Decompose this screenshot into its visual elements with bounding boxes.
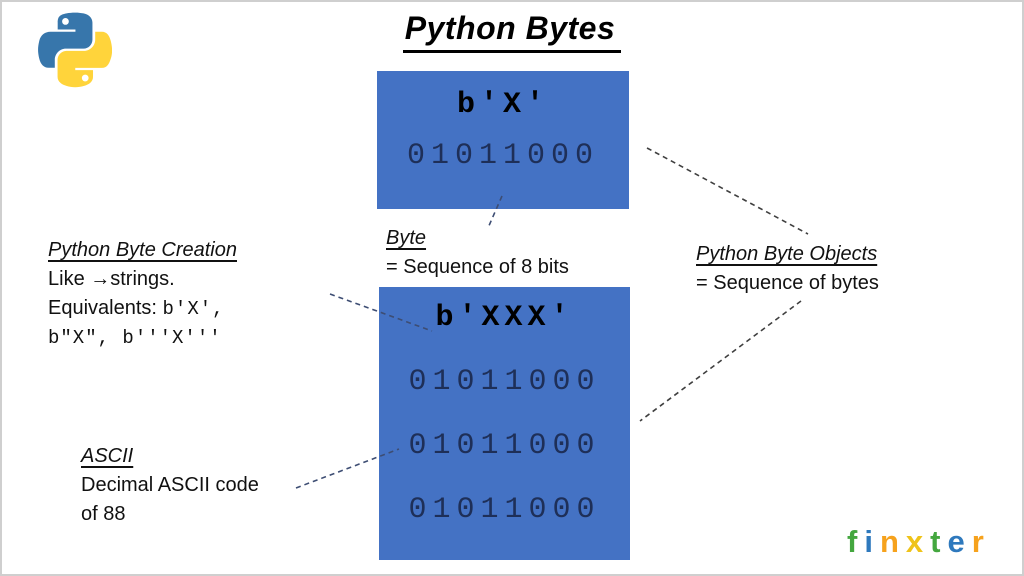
python-logo-icon bbox=[38, 12, 112, 88]
connector-objects-to-multi-box bbox=[639, 300, 802, 422]
objects-annotation: Python Byte Objects = Sequence of bytes bbox=[696, 240, 879, 298]
creation-annotation-line2: Equivalents: b'X', bbox=[48, 294, 237, 324]
finxter-letter: n bbox=[879, 524, 899, 559]
python-logo-yellow-snake bbox=[57, 31, 112, 88]
binary-value-row: 01011000 bbox=[408, 365, 601, 399]
python-logo-blue-snake bbox=[38, 12, 93, 68]
page-title: Python Bytes bbox=[402, 10, 622, 53]
creation-annotation-heading: Python Byte Creation bbox=[48, 239, 237, 261]
byte-annotation: Byte = Sequence of 8 bits bbox=[386, 224, 569, 282]
byte-literal-single: b'X' bbox=[456, 88, 549, 122]
byte-literal-multi: b'XXX' bbox=[435, 301, 574, 335]
byte-annotation-heading: Byte bbox=[386, 227, 427, 249]
byte-annotation-body: = Sequence of 8 bits bbox=[386, 256, 569, 278]
ascii-annotation-heading: ASCII bbox=[81, 445, 134, 467]
binary-value-row: 01011000 bbox=[408, 429, 601, 463]
title-bar: Python Bytes bbox=[2, 10, 1022, 53]
finxter-logo: f i n x t e r bbox=[847, 524, 984, 560]
binary-value-row: 01011000 bbox=[408, 493, 601, 527]
finxter-letter: i bbox=[864, 524, 873, 559]
finxter-letter: t bbox=[930, 524, 941, 559]
finxter-letter: r bbox=[971, 524, 984, 559]
objects-annotation-heading: Python Byte Objects bbox=[696, 243, 878, 265]
finxter-letter: x bbox=[905, 524, 924, 559]
single-byte-box: b'X' 01011000 bbox=[377, 71, 629, 209]
finxter-letter: e bbox=[947, 524, 965, 559]
creation-line2-code: b'X', bbox=[162, 298, 225, 320]
creation-line1-text: Like bbox=[48, 268, 91, 290]
finxter-letter: f bbox=[847, 524, 858, 559]
creation-annotation-line1: Like →strings. bbox=[48, 265, 237, 294]
creation-line2-label: Equivalents: bbox=[48, 297, 163, 319]
ascii-annotation-line1: Decimal ASCII code bbox=[81, 474, 259, 496]
binary-value-single: 01011000 bbox=[406, 139, 600, 173]
ascii-annotation-line2: of 88 bbox=[81, 503, 126, 525]
right-arrow-icon: → bbox=[90, 268, 111, 290]
objects-annotation-body: = Sequence of bytes bbox=[696, 272, 879, 294]
creation-annotation-line3-code: b"X", b'''X''' bbox=[48, 327, 222, 349]
connector-objects-to-single-box bbox=[646, 147, 809, 235]
creation-annotation: Python Byte Creation Like →strings. Equi… bbox=[48, 236, 237, 353]
creation-line1-text-end: strings. bbox=[110, 268, 175, 290]
multi-byte-box: b'XXX' 01011000 01011000 01011000 bbox=[379, 287, 630, 560]
ascii-annotation: ASCII Decimal ASCII code of 88 bbox=[81, 442, 259, 529]
